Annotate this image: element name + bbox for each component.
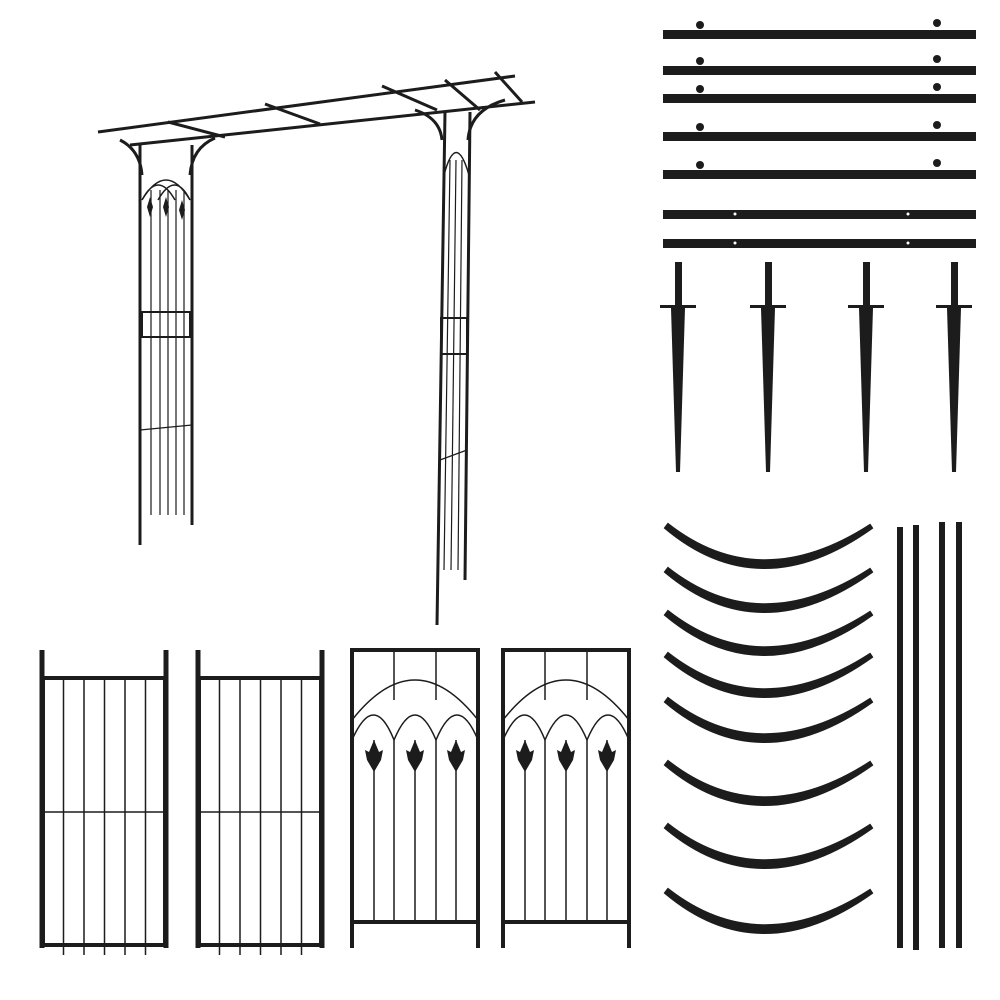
bar-knob <box>933 55 941 63</box>
poles-group <box>897 522 962 950</box>
bar-hole <box>733 212 737 216</box>
pole <box>939 522 945 948</box>
pole <box>897 527 903 948</box>
panel-arch <box>502 714 630 742</box>
pole <box>956 522 962 948</box>
fleur-de-lis-finial <box>365 740 383 772</box>
top-bar <box>663 159 976 179</box>
top-bar <box>663 19 976 39</box>
top-bars-group <box>663 19 976 248</box>
bar-knob <box>933 19 941 27</box>
top-bar <box>663 83 976 103</box>
panel-arch <box>502 679 630 721</box>
bar-knob <box>933 159 941 167</box>
fleur-de-lis-finial <box>516 740 534 772</box>
arch-roof <box>97 70 536 176</box>
bar-body <box>663 94 976 103</box>
bar-body <box>663 66 976 75</box>
bar-body <box>663 210 976 219</box>
stake-flange <box>750 305 786 308</box>
stake-spike <box>859 308 873 472</box>
curved-brace <box>663 696 874 743</box>
bar-knob <box>696 57 704 65</box>
fleur-de-lis-finial <box>447 740 465 772</box>
curved-brace <box>663 887 874 934</box>
stake-spike <box>947 308 961 472</box>
bar-hole <box>906 241 910 245</box>
bar-knob <box>696 161 704 169</box>
top-bar <box>663 210 976 219</box>
decorative-panel <box>501 648 631 948</box>
bar-knob <box>933 83 941 91</box>
stake-shaft <box>863 262 870 307</box>
ground-stakes-group <box>660 262 972 472</box>
arch-right-pillar <box>435 111 472 626</box>
fleur-de-lis-finial <box>598 740 616 772</box>
fleur-de-lis-finial <box>557 740 575 772</box>
top-bar <box>663 239 976 248</box>
stake-shaft <box>675 262 682 307</box>
curved-brace <box>663 759 874 806</box>
bar-hole <box>733 241 737 245</box>
assembled-arch <box>97 70 536 626</box>
stake-shaft <box>951 262 958 307</box>
panel-arch <box>351 714 479 742</box>
panels-group <box>39 648 631 955</box>
curved-brace <box>663 566 874 613</box>
curved-braces-group <box>663 522 874 934</box>
bar-knob <box>696 123 704 131</box>
stake-flange <box>660 305 696 308</box>
bar-hole <box>906 212 910 216</box>
stake-spike <box>761 308 775 472</box>
curved-brace <box>663 822 874 869</box>
bar-body <box>663 30 976 39</box>
curved-brace <box>663 609 874 656</box>
bar-knob <box>696 21 704 29</box>
curved-brace <box>663 651 874 698</box>
pole <box>913 525 919 950</box>
ground-stake <box>660 262 696 472</box>
curved-brace <box>663 522 874 569</box>
bar-body <box>663 170 976 179</box>
bar-knob <box>696 85 704 93</box>
panel-arch <box>351 679 479 721</box>
plain-panel <box>195 650 325 955</box>
top-bar <box>663 121 976 141</box>
plain-panel <box>39 650 169 955</box>
bar-body <box>663 132 976 141</box>
decorative-panel <box>350 648 480 948</box>
stake-shaft <box>765 262 772 307</box>
arch-left-pillar <box>138 145 194 545</box>
ground-stake <box>848 262 884 472</box>
ground-stake <box>750 262 786 472</box>
fleur-de-lis-finial <box>406 740 424 772</box>
top-bar <box>663 55 976 75</box>
bar-knob <box>933 121 941 129</box>
bar-body <box>663 239 976 248</box>
stake-spike <box>671 308 685 472</box>
ground-stake <box>936 262 972 472</box>
stake-flange <box>936 305 972 308</box>
stake-flange <box>848 305 884 308</box>
